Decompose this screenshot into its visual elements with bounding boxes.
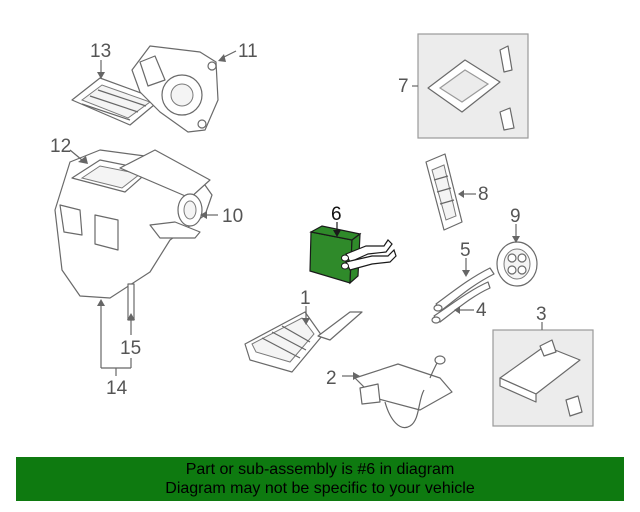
arrow-11: [218, 54, 226, 62]
banner-line-2: Diagram may not be specific to your vehi…: [165, 480, 475, 497]
part-9-grommet: [496, 241, 538, 287]
arrow-15: [127, 313, 135, 320]
arrow-13: [97, 72, 105, 79]
arrow-2: [353, 372, 360, 380]
part-5-4-hoses: [431, 267, 495, 324]
lead-12: [69, 149, 83, 161]
callout-6: 6: [331, 204, 342, 225]
callout-12: 12: [50, 136, 71, 157]
arrow-4: [454, 306, 460, 314]
callout-1: 1: [300, 288, 311, 309]
callout-9: 9: [510, 206, 521, 227]
part-1-evaporator-core: [244, 311, 363, 373]
banner-line-1: Part or sub-assembly is #6 in diagram: [185, 461, 455, 478]
parts-diagram: 13 11 12 10 15 14: [50, 33, 594, 429]
bracket-14: [97, 299, 132, 376]
callout-8: 8: [478, 184, 489, 205]
arrow-12: [78, 156, 88, 164]
callout-3: 3: [536, 304, 547, 325]
arrow-9: [512, 236, 520, 243]
callout-13: 13: [90, 41, 111, 62]
callout-11: 11: [238, 41, 258, 62]
callout-4: 4: [476, 300, 487, 321]
callout-7: 7: [398, 76, 409, 97]
callout-5: 5: [460, 240, 471, 261]
arrow-1: [302, 318, 310, 325]
part-12-hvac-case: [54, 149, 213, 321]
callout-15: 15: [120, 338, 141, 359]
part-3-core-kit: [499, 339, 583, 417]
arrow-10: [200, 211, 207, 219]
callout-2: 2: [326, 368, 337, 389]
arrow-6: [333, 230, 341, 237]
part-8-door-actuator: [425, 153, 463, 231]
arrow-8: [458, 190, 464, 198]
part-11-blower-housing: [131, 45, 219, 133]
info-banner: Part or sub-assembly is #6 in diagram Di…: [16, 457, 624, 501]
arrow-5: [462, 270, 470, 277]
part-13-filter-cover: [71, 77, 161, 126]
part-7-seal-kit: [427, 45, 515, 131]
part-2-valve-assembly: [354, 355, 453, 429]
part-6-heater-core-highlighted[interactable]: [309, 225, 397, 285]
callout-10: 10: [222, 206, 243, 227]
callout-14: 14: [106, 378, 128, 399]
